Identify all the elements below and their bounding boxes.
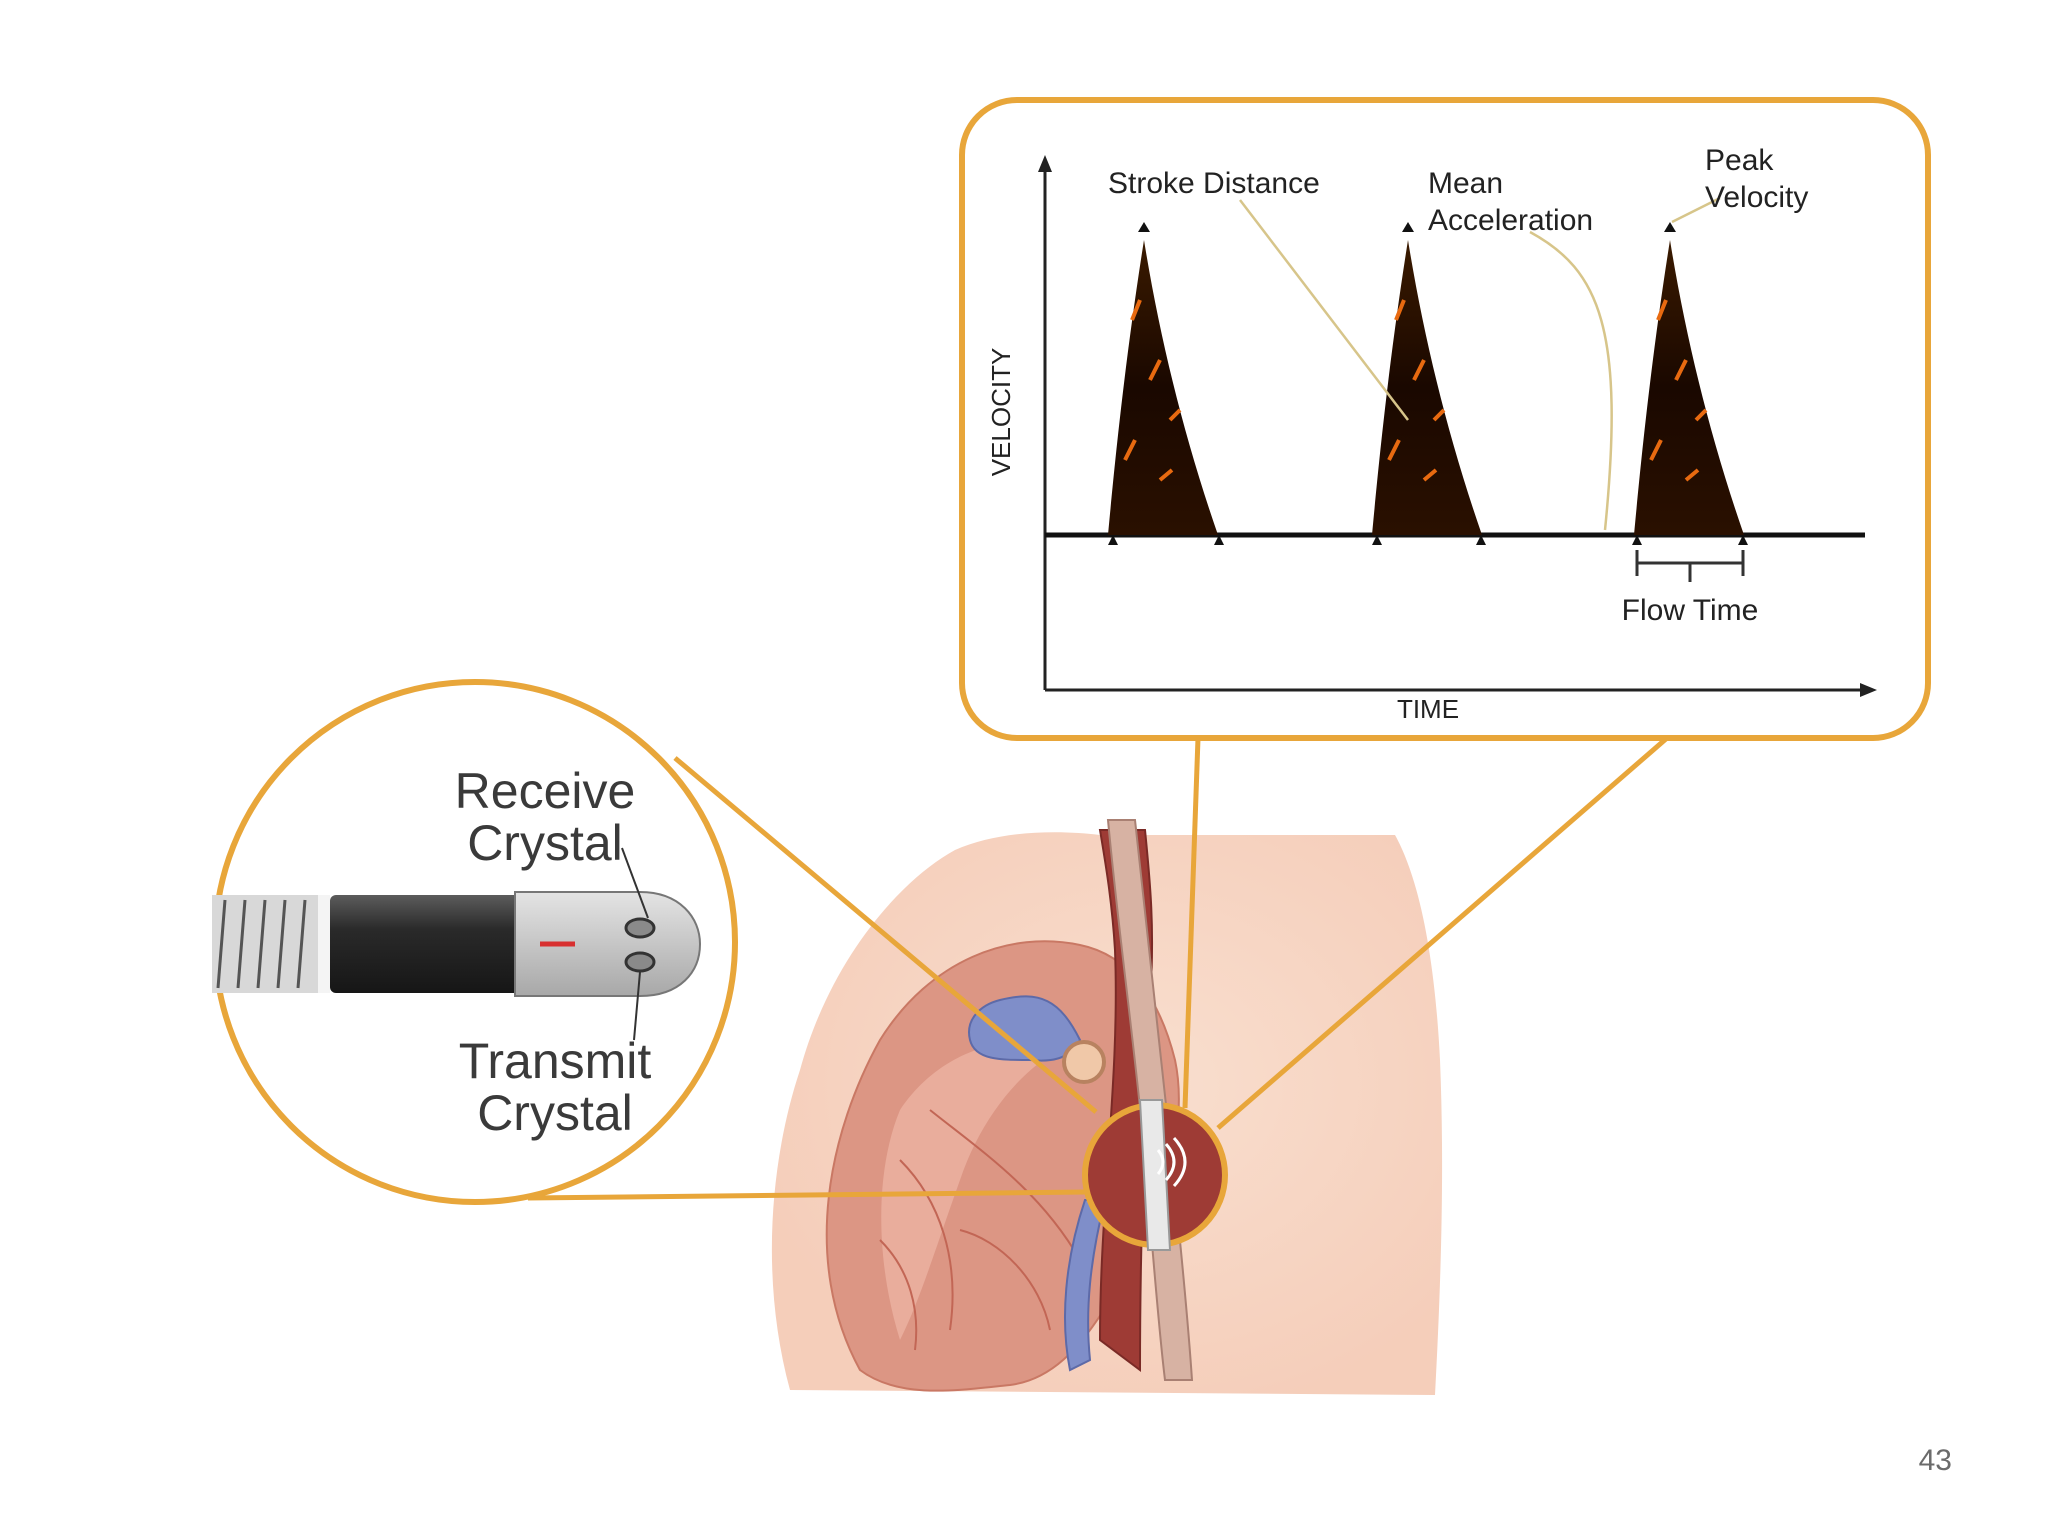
velocity-waveform-3 (1634, 240, 1744, 535)
receive-crystal-label-line1: Receive (455, 763, 636, 819)
probe-white-band (318, 895, 330, 993)
pulmonary-vessel (1064, 1199, 1107, 1372)
stroke-distance-label: Stroke Distance (1108, 167, 1320, 200)
page-number: 43 (1918, 1444, 1952, 1477)
probe-detail-callout: Receive Crystal Transmit Crystal (212, 679, 738, 1205)
probe-in-esophagus (1138, 1099, 1172, 1251)
transmit-crystal-leader (633, 971, 641, 1041)
peak-velocity-label-line1: Peak (1705, 144, 1774, 177)
flow-time-label: Flow Time (1622, 594, 1759, 627)
valve-ring (1062, 1040, 1106, 1084)
x-axis-label: TIME (1397, 694, 1459, 724)
ultrasound-waves (1156, 1136, 1187, 1188)
x-axis-arrow (1860, 683, 1877, 697)
callout-connectors (527, 736, 1669, 1201)
chest-illustration (771, 819, 1443, 1395)
mean-acceleration-label-line2: Acceleration (1428, 204, 1593, 237)
annotation-leaders (1239, 196, 1721, 531)
transmit-crystal-element (624, 951, 656, 973)
probe-body (330, 895, 520, 993)
probe-cable-coil (212, 895, 320, 993)
waveform-markers (1108, 222, 1748, 545)
peak-velocity-label-line2: Velocity (1705, 181, 1808, 214)
receive-crystal-leader (621, 847, 649, 919)
waveform-panel: Stroke Distance Mean Acceleration Peak V… (959, 97, 1931, 741)
velocity-waveform-1 (1108, 240, 1218, 535)
transmit-crystal-label-line2: Crystal (477, 1085, 633, 1141)
y-axis-arrow (1038, 155, 1052, 172)
y-axis-label: VELOCITY (986, 348, 1016, 477)
flow-time-bracket (1635, 550, 1745, 582)
transmit-crystal-label-line1: Transmit (459, 1033, 652, 1089)
receive-crystal-label-line2: Crystal (467, 815, 623, 871)
probe-tip (514, 891, 702, 997)
heart-highlight (881, 1042, 1060, 1340)
vena-cava (968, 995, 1082, 1062)
receive-crystal-element (624, 917, 656, 939)
coronary-vessels (879, 1109, 1081, 1351)
mean-acceleration-label-line1: Mean (1428, 167, 1503, 200)
velocity-waveform-2 (1372, 240, 1482, 535)
